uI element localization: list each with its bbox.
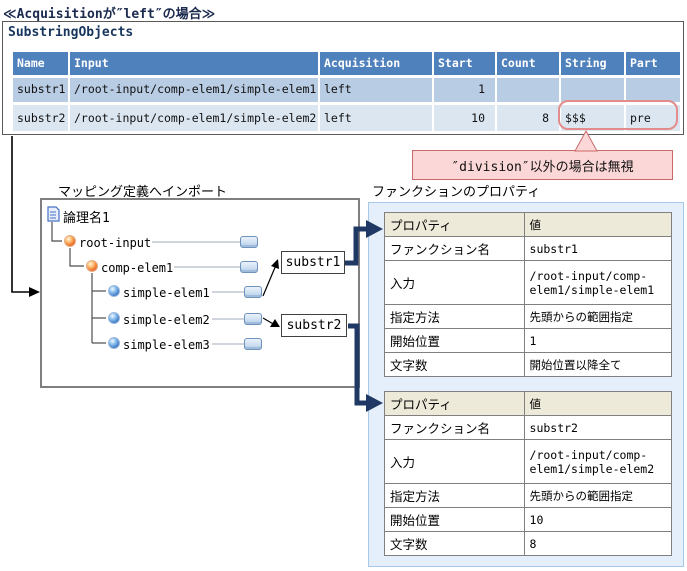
table-cell-acquisition: left xyxy=(320,78,432,102)
annotation-text: ″division″以外の場合は無視 xyxy=(451,159,634,175)
tree-node-simple-elem1: simple-elem1 xyxy=(123,286,210,300)
table-cell-count: 8 xyxy=(497,105,559,131)
tree-node-root-input: root-input xyxy=(79,236,152,250)
property-row: 開始位置 1 xyxy=(384,328,673,353)
value-header: 値 xyxy=(523,212,673,237)
document-icon xyxy=(46,206,60,226)
property-value: 10 xyxy=(523,507,673,532)
table-cell-input: /root-input/comp-elem1/simple-elem1 xyxy=(70,78,318,102)
property-value: 開始位置以降全て xyxy=(523,352,673,377)
property-table-substr2: プロパティ 値 ファンクション名 substr2 入力 /root-input/… xyxy=(384,391,673,556)
property-row: ファンクション名 substr1 xyxy=(384,236,673,261)
table-cell-name: substr1 xyxy=(13,78,68,102)
property-value: 先頭からの範囲指定 xyxy=(523,304,673,329)
property-key: 開始位置 xyxy=(384,507,525,532)
property-row: 入力 /root-input/comp-elem1/simple-elem2 xyxy=(384,439,673,484)
simple-element-icon xyxy=(108,337,120,349)
mapping-handle-icon xyxy=(240,261,258,273)
property-key: 文字数 xyxy=(384,531,525,556)
table-row: substr1 /root-input/comp-elem1/simple-el… xyxy=(13,78,680,102)
column-header-name: Name xyxy=(13,52,68,75)
table-cell-name: substr2 xyxy=(13,105,68,131)
property-key: ファンクション名 xyxy=(384,236,525,261)
property-header-row: プロパティ 値 xyxy=(384,212,673,237)
property-header: プロパティ xyxy=(384,212,525,237)
property-row: 指定方法 先頭からの範囲指定 xyxy=(384,483,673,508)
property-value: substr2 xyxy=(523,415,673,440)
table-row: substr2 /root-input/comp-elem1/simple-el… xyxy=(13,105,680,131)
table-cell-string: $$$ xyxy=(561,105,624,131)
property-value: 1 xyxy=(523,328,673,353)
substring-objects-title: SubstringObjects xyxy=(8,25,134,40)
property-value: 先頭からの範囲指定 xyxy=(523,483,673,508)
column-header-input: Input xyxy=(70,52,318,75)
table-cell-count xyxy=(497,78,559,102)
table-cell-part: pre xyxy=(626,105,680,131)
property-row: 指定方法 先頭からの範囲指定 xyxy=(384,304,673,329)
function-box-substr2: substr2 xyxy=(281,314,347,337)
column-header-acquisition: Acquisition xyxy=(320,52,432,75)
property-row: 開始位置 10 xyxy=(384,507,673,532)
table-cell-string xyxy=(561,78,624,102)
annotation-callout: ″division″以外の場合は無視 xyxy=(412,150,673,180)
mapping-handle-icon xyxy=(240,236,258,248)
simple-element-icon xyxy=(108,312,120,324)
property-key: 指定方法 xyxy=(384,304,525,329)
tree-node-simple-elem3: simple-elem3 xyxy=(123,338,210,352)
table-header-row: Name Input Acquisition Start Count Strin… xyxy=(13,52,680,75)
property-key: 入力 xyxy=(384,439,525,484)
table-cell-start: 10 xyxy=(434,105,495,131)
tree-node-comp-elem1: comp-elem1 xyxy=(101,261,174,275)
mapping-handle-icon xyxy=(244,286,262,298)
property-header: プロパティ xyxy=(384,391,525,416)
property-key: 文字数 xyxy=(384,352,525,377)
table-cell-input: /root-input/comp-elem1/simple-elem2 xyxy=(70,105,318,131)
table-cell-part xyxy=(626,78,680,102)
substring-objects-table: Name Input Acquisition Start Count Strin… xyxy=(13,52,680,134)
table-cell-acquisition: left xyxy=(320,105,432,131)
property-key: ファンクション名 xyxy=(384,415,525,440)
complex-element-icon xyxy=(86,260,98,272)
column-header-part: Part xyxy=(626,52,680,75)
mapping-tree-box xyxy=(40,198,360,388)
property-row: 文字数 開始位置以降全て xyxy=(384,352,673,377)
property-row: 入力 /root-input/comp-elem1/simple-elem1 xyxy=(384,260,673,305)
property-header-row: プロパティ 値 xyxy=(384,391,673,416)
property-key: 入力 xyxy=(384,260,525,305)
elbow-connector xyxy=(11,136,29,293)
column-header-count: Count xyxy=(497,52,559,75)
tree-node-logical-name: 論理名1 xyxy=(63,211,110,226)
property-value: /root-input/comp-elem1/simple-elem2 xyxy=(523,439,673,484)
function-properties-label: ファンクションのプロパティ xyxy=(372,185,541,200)
function-box-substr1: substr1 xyxy=(281,251,345,274)
elbow-arrowhead-icon xyxy=(29,287,40,297)
simple-element-icon xyxy=(108,285,120,297)
property-key: 開始位置 xyxy=(384,328,525,353)
value-header: 値 xyxy=(523,391,673,416)
mapping-import-label: マッピング定義へインポート xyxy=(58,185,228,200)
property-row: 文字数 8 xyxy=(384,531,673,556)
tree-node-simple-elem2: simple-elem2 xyxy=(123,313,210,327)
page-title: ≪Acquisitionが″left″の場合≫ xyxy=(3,7,216,22)
column-header-start: Start xyxy=(434,52,495,75)
table-cell-start: 1 xyxy=(434,78,495,102)
mapping-handle-icon xyxy=(244,338,262,350)
property-key: 指定方法 xyxy=(384,483,525,508)
complex-element-icon xyxy=(64,235,76,247)
column-header-string: String xyxy=(561,52,624,75)
property-value: /root-input/comp-elem1/simple-elem1 xyxy=(523,260,673,305)
property-value: 8 xyxy=(523,531,673,556)
property-value: substr1 xyxy=(523,236,673,261)
mapping-handle-icon xyxy=(244,313,262,325)
property-table-substr1: プロパティ 値 ファンクション名 substr1 入力 /root-input/… xyxy=(384,212,673,377)
property-row: ファンクション名 substr2 xyxy=(384,415,673,440)
